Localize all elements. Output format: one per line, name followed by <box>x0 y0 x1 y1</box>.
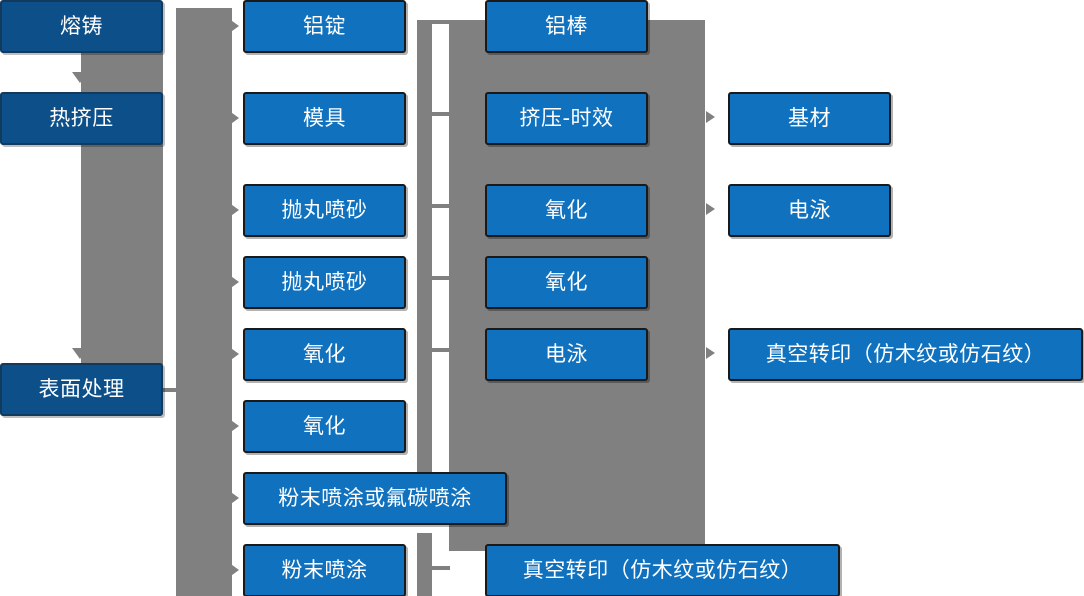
label-c2-die: 模具 <box>303 105 346 130</box>
process-box-c2-powder-fluor[interactable]: 粉末喷涂或氟碳喷涂 <box>243 472 507 525</box>
label-c2-oxidize-1: 氧化 <box>303 341 346 366</box>
label-c3-oxidize-1: 氧化 <box>545 197 588 222</box>
tie-line-1 <box>432 20 450 24</box>
arrow-to-c4-ecoat <box>706 203 715 215</box>
process-box-c2-oxidize-1[interactable]: 氧化 <box>243 328 406 381</box>
connector-column2-collector-lower <box>417 533 432 596</box>
process-box-c2-oxidize-2[interactable]: 氧化 <box>243 400 406 453</box>
process-box-c4-vacuum[interactable]: 真空转印（仿木纹或仿石纹） <box>728 328 1083 381</box>
process-box-c2-die[interactable]: 模具 <box>243 92 406 145</box>
stage-box-surface[interactable]: 表面处理 <box>0 363 163 416</box>
label-c3-extrude-age: 挤压-时效 <box>519 105 614 130</box>
label-c2-shotblast-1: 抛丸喷砂 <box>281 197 368 222</box>
tie-line-3 <box>432 204 450 208</box>
arrow-to-c2-oxidize-2 <box>228 418 239 434</box>
arrow-to-c2-ingot <box>228 18 239 34</box>
label-c2-powder: 粉末喷涂 <box>281 557 368 582</box>
connector-column2-trunk <box>176 8 232 596</box>
stage-label-surface: 表面处理 <box>38 376 125 401</box>
tie-line-6 <box>432 566 450 570</box>
process-box-c3-oxidize-2[interactable]: 氧化 <box>485 256 648 309</box>
process-box-c3-bar[interactable]: 铝棒 <box>485 0 648 53</box>
process-box-c4-substrate[interactable]: 基材 <box>728 92 891 145</box>
label-c4-ecoat: 电泳 <box>788 197 831 222</box>
label-c3-oxidize-2: 氧化 <box>545 269 588 294</box>
arrow-to-c2-powder <box>228 562 239 578</box>
stage-label-melting: 熔铸 <box>60 13 103 38</box>
process-box-c3-extrude-age[interactable]: 挤压-时效 <box>485 92 648 145</box>
arrow-to-c4-vacuum <box>706 347 715 359</box>
connector-surface-stub <box>163 388 187 392</box>
process-box-c3-oxidize-1[interactable]: 氧化 <box>485 184 648 237</box>
process-box-c2-ingot[interactable]: 铝锭 <box>243 0 406 53</box>
process-box-c2-shotblast-2[interactable]: 抛丸喷砂 <box>243 256 406 309</box>
process-box-c3-vacuum[interactable]: 真空转印（仿木纹或仿石纹） <box>485 544 840 596</box>
arrow-to-c2-shotblast-1 <box>228 202 239 218</box>
stage-box-extrude[interactable]: 热挤压 <box>0 92 163 145</box>
label-c3-bar: 铝棒 <box>545 13 588 38</box>
tie-line-5 <box>432 348 450 352</box>
arrow-down-to-surface <box>72 348 88 359</box>
arrow-to-c2-shotblast-2 <box>228 274 239 290</box>
arrow-to-c2-oxidize-1 <box>228 346 239 362</box>
label-c2-oxidize-2: 氧化 <box>303 413 346 438</box>
process-box-c2-shotblast-1[interactable]: 抛丸喷砂 <box>243 184 406 237</box>
label-c3-vacuum: 真空转印（仿木纹或仿石纹） <box>522 557 803 582</box>
arrow-down-to-extrude <box>72 72 88 83</box>
process-box-c4-ecoat[interactable]: 电泳 <box>728 184 891 237</box>
tie-line-2 <box>432 112 450 116</box>
arrow-to-c4-substrate <box>706 111 715 123</box>
process-box-c2-powder[interactable]: 粉末喷涂 <box>243 544 406 596</box>
stage-box-melting[interactable]: 熔铸 <box>0 0 163 53</box>
process-box-c3-ecoat[interactable]: 电泳 <box>485 328 648 381</box>
label-c2-ingot: 铝锭 <box>303 13 346 38</box>
arrow-to-c2-die <box>228 110 239 126</box>
stage-label-extrude: 热挤压 <box>49 105 114 130</box>
label-c2-powder-fluor: 粉末喷涂或氟碳喷涂 <box>278 485 472 510</box>
connector-column2-collector <box>417 20 432 515</box>
label-c4-vacuum: 真空转印（仿木纹或仿石纹） <box>765 341 1046 366</box>
tie-line-4 <box>432 276 450 280</box>
label-c2-shotblast-2: 抛丸喷砂 <box>281 269 368 294</box>
arrow-to-c2-powder-fluor <box>228 490 239 506</box>
label-c4-substrate: 基材 <box>788 105 831 130</box>
label-c3-ecoat: 电泳 <box>545 341 588 366</box>
